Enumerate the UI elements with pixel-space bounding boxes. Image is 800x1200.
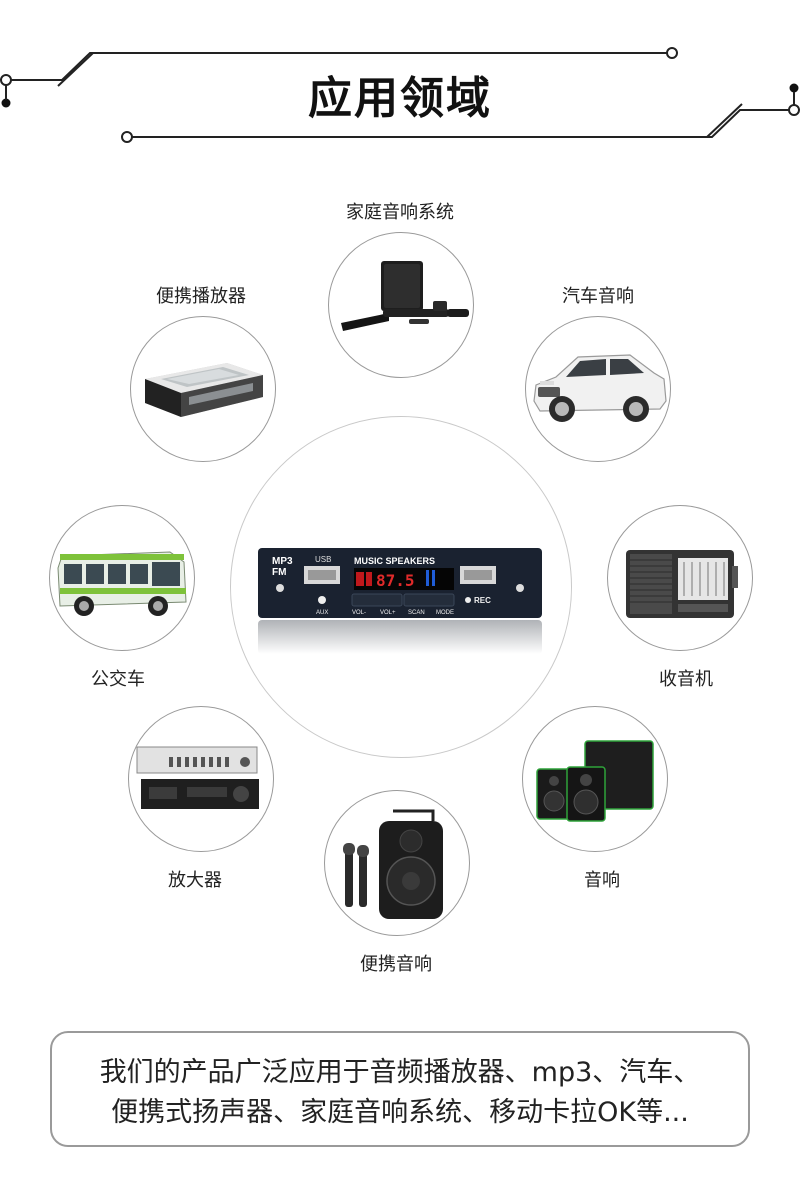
label-amplifier: 放大器: [168, 870, 222, 891]
module-badge-mp3: MP3: [272, 556, 293, 567]
caption-line-2: 便携式扬声器、家庭音响系统、移动卡拉OK等...: [111, 1097, 689, 1128]
label-bus: 公交车: [91, 669, 145, 690]
app-circle-bus: [49, 505, 195, 651]
label-portable-player: 便携播放器: [156, 286, 246, 307]
frequency-display: 87.5: [376, 571, 415, 590]
app-circle-radio: [607, 505, 753, 651]
button-aux: AUX: [316, 610, 328, 616]
rec-label: REC: [474, 596, 491, 605]
app-circle-speaker: [522, 706, 668, 852]
module-board: MP3 FM USB MUSIC SPEAKERS 87.5 AUX VOL- …: [258, 548, 542, 654]
radio-icon: [626, 550, 738, 618]
button-vol-down: VOL-: [352, 610, 366, 616]
app-circle-car-audio: [525, 316, 671, 462]
mp3-decoder-module: MP3 FM USB MUSIC SPEAKERS 87.5 AUX VOL- …: [258, 548, 542, 662]
page-title: 应用领域: [308, 73, 492, 124]
amplifier-icon: [136, 746, 259, 809]
caption-box: 我们的产品广泛应用于音频播放器、mp3、汽车、 便携式扬声器、家庭音响系统、移动…: [50, 1031, 750, 1147]
soundbar-system-icon: [341, 261, 469, 331]
app-circle-portable-speaker: [324, 790, 470, 936]
suv-car-icon: [533, 354, 667, 422]
app-circle-portable-player: [130, 316, 276, 462]
button-scan: SCAN: [408, 610, 425, 616]
circuit-line-decoration: [0, 47, 800, 143]
app-circle-home-audio: [328, 232, 474, 378]
bus-icon: [57, 551, 187, 616]
button-mode: MODE: [436, 610, 454, 616]
module-reflection: [258, 620, 542, 654]
label-home-audio: 家庭音响系统: [346, 202, 454, 223]
button-vol-up: VOL+: [380, 610, 396, 616]
cassette-player-icon: [145, 363, 263, 417]
usb-label: USB: [315, 555, 331, 564]
app-circle-amplifier: [128, 706, 274, 852]
label-portable-speaker: 便携音响: [360, 954, 432, 975]
label-speaker: 音响: [584, 870, 620, 891]
caption-line-1: 我们的产品广泛应用于音频播放器、mp3、汽车、: [99, 1057, 701, 1088]
label-radio: 收音机: [659, 669, 713, 690]
label-car-audio: 汽车音响: [562, 286, 634, 307]
module-brand: MUSIC SPEAKERS: [354, 556, 435, 566]
studio-monitor-icon: [536, 740, 654, 822]
trolley-speaker-icon: [343, 809, 443, 919]
module-badge-fm: FM: [272, 567, 286, 578]
